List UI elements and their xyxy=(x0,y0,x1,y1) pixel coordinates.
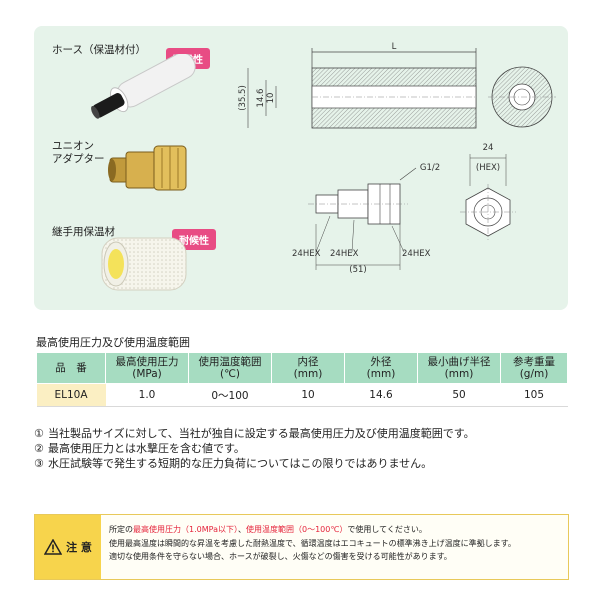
table-header-row: 品 番 最高使用圧力(MPa) 使用温度範囲(℃) 内径(mm) 外径(mm) … xyxy=(36,352,568,384)
header-cell: 最高使用圧力(MPa) xyxy=(105,352,189,384)
hose-image xyxy=(91,54,196,119)
hex24-label-middle: 24HEX xyxy=(330,249,359,259)
caution-text: 所定の最高使用圧力（1.0MPa以下）、使用温度範囲（0〜100℃）で使用してく… xyxy=(109,525,516,561)
product-label-hose: ホース（保温材付） xyxy=(52,44,146,56)
hex-label: (HEX) xyxy=(476,163,500,173)
dimension-35-5: (35.5) xyxy=(238,85,248,111)
spec-table: 品 番 最高使用圧力(MPa) 使用温度範囲(℃) 内径(mm) 外径(mm) … xyxy=(36,352,568,407)
dimension-14-6: 14.6 xyxy=(256,89,266,108)
thread-g1-2-label: G1/2 xyxy=(420,163,440,173)
product-code-cell: EL10A xyxy=(36,383,106,407)
caution-title: 注 意 xyxy=(66,541,92,554)
table-row: EL10A 1.0 0〜100 10 14.6 50 105 xyxy=(36,383,568,407)
table-cell: 50 xyxy=(417,383,501,407)
dimension-10: 10 xyxy=(266,93,276,104)
header-cell: 最小曲げ半径(mm) xyxy=(417,352,501,384)
header-cell: 参考重量(g/m) xyxy=(500,352,568,384)
hex24-label-left: 24HEX xyxy=(292,249,321,259)
dimension-length-label: L xyxy=(392,42,397,52)
union-adapter-image xyxy=(108,145,187,191)
header-cell: 品 番 xyxy=(36,352,106,384)
hex24-label-right: 24HEX xyxy=(402,249,431,259)
table-cell: 14.6 xyxy=(344,383,418,407)
joint-insulation-image xyxy=(101,237,187,291)
table-title: 最高使用圧力及び使用温度範囲 xyxy=(36,336,190,349)
header-cell: 外径(mm) xyxy=(344,352,418,384)
dimension-24: 24 xyxy=(483,143,494,153)
caution-header: 注 意 xyxy=(35,515,101,579)
table-cell: 10 xyxy=(271,383,345,407)
product-label-union-adapter: ユニオン アダプター xyxy=(52,140,105,165)
header-cell: 内径(mm) xyxy=(271,352,345,384)
technical-drawing: L (35.5) 14.6 10 G1/2 (51) 24HEX 24HEX 2… xyxy=(238,42,556,275)
warning-triangle-icon xyxy=(44,539,63,555)
header-cell: 使用温度範囲(℃) xyxy=(188,352,272,384)
table-cell: 105 xyxy=(500,383,568,407)
dimension-51: (51) xyxy=(349,265,366,275)
caution-box: 注 意 所定の最高使用圧力（1.0MPa以下）、使用温度範囲（0〜100℃）で使… xyxy=(34,514,569,580)
product-label-joint-insulation: 継手用保温材 xyxy=(52,226,115,238)
table-cell: 1.0 xyxy=(105,383,189,407)
table-cell: 0〜100 xyxy=(188,383,272,407)
